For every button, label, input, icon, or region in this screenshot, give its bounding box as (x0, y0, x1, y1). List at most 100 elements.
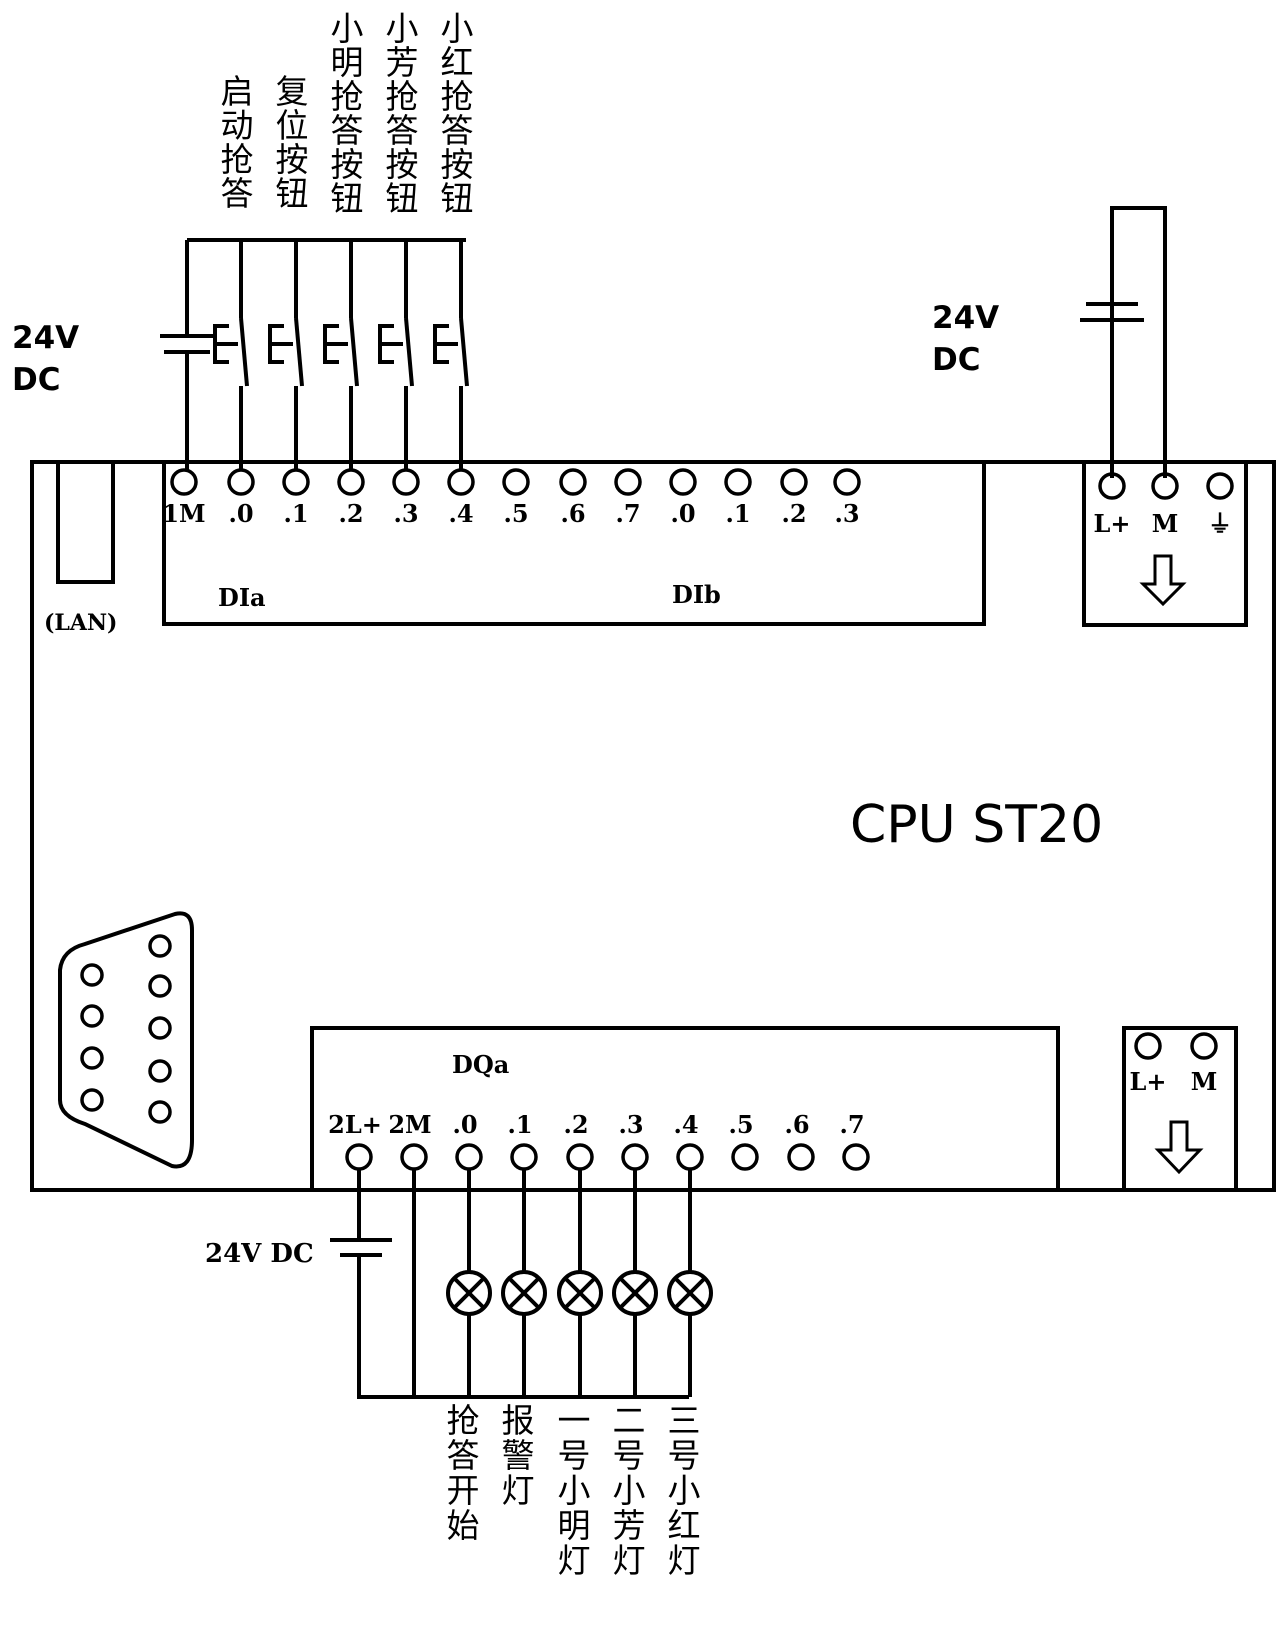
di-terminal-block (162, 460, 986, 626)
lamp-label-2-char: 小 (558, 1471, 591, 1510)
button-label-1-char: 复 (276, 72, 309, 111)
dq-group-label: DQa (452, 1050, 509, 1079)
serial-pin-8 (148, 1100, 172, 1124)
dq-terminal-5 (621, 1143, 649, 1171)
output-supply-battery-icon (330, 1238, 392, 1257)
button-label-3-char: 按 (386, 145, 419, 184)
di-group-a-label: DIa (218, 583, 266, 612)
push-button-symbol-3 (378, 324, 403, 364)
button-label-1-char: 按 (276, 140, 309, 179)
lamp-icon-4 (667, 1270, 713, 1316)
serial-port-connector (58, 911, 194, 1169)
button-label-3-char: 钮 (386, 179, 419, 218)
button-label-4-char: 红 (441, 43, 474, 82)
power-supply-battery-icon (1080, 302, 1144, 322)
dq-terminal-2 (455, 1143, 483, 1171)
di-terminal-4 (392, 468, 420, 496)
di-terminal-label-1: .0 (228, 499, 253, 528)
button-label-1-char: 位 (276, 106, 309, 145)
serial-pin-0 (80, 963, 104, 987)
button-label-0-char: 抢 (221, 140, 254, 179)
power-supply-line1: 24V (932, 300, 999, 336)
di-terminal-3 (337, 468, 365, 496)
lamp-label-2-char: 灯 (558, 1541, 591, 1580)
power-supply-line2: DC (932, 342, 980, 378)
lamp-label-1-char: 灯 (502, 1471, 535, 1510)
dq-terminal-label-3: .1 (507, 1110, 532, 1139)
dq-terminal-label-2: .0 (452, 1110, 477, 1139)
button-label-4-char: 答 (441, 111, 474, 150)
lamp-icon-3 (612, 1270, 658, 1316)
button-label-4-char: 小 (441, 9, 474, 48)
dq-terminal-label-6: .4 (673, 1110, 698, 1139)
di-terminal-label-10: .1 (725, 499, 750, 528)
di-terminal-0 (170, 468, 198, 496)
output-supply-label: 24V DC (205, 1239, 314, 1269)
di-terminal-1 (227, 468, 255, 496)
lamp-label-1: 报警灯 (502, 1401, 535, 1510)
lamp-label-3-char: 二 (613, 1401, 646, 1440)
dq-terminal-9 (842, 1143, 870, 1171)
dq-terminal-block (310, 1026, 1060, 1192)
di-group-b-label: DIb (672, 580, 721, 609)
lamp-label-4-char: 小 (668, 1471, 701, 1510)
di-terminal-label-11: .2 (781, 499, 806, 528)
lamp-label-2-char: 一 (558, 1401, 591, 1440)
button-label-1-char: 钮 (276, 174, 309, 213)
push-button-symbol-4 (433, 324, 458, 364)
serial-pin-7 (148, 1059, 172, 1083)
push-button-symbol-0 (213, 324, 238, 364)
button-label-4-char: 钮 (441, 179, 474, 218)
lamp-label-1-char: 警 (502, 1436, 535, 1475)
lamp-label-3-char: 芳 (613, 1506, 646, 1545)
power-terminal-label-1: M (1152, 509, 1179, 538)
di-terminal-10 (724, 468, 752, 496)
dq-terminal-0 (345, 1143, 373, 1171)
lamp-label-3-char: 小 (613, 1471, 646, 1510)
power-terminals: L+ M ⏚ (1094, 472, 1234, 538)
button-label-2-char: 按 (331, 145, 364, 184)
button-label-2-char: 小 (331, 9, 364, 48)
dq-terminal-7 (731, 1143, 759, 1171)
power-arrow-icon (1139, 554, 1187, 607)
di-terminal-label-4: .3 (393, 499, 418, 528)
di-terminal-label-8: .7 (615, 499, 640, 528)
sensor-terminal-0 (1134, 1032, 1162, 1060)
lan-label: (LAN) (44, 610, 117, 636)
dq-terminal-1 (400, 1143, 428, 1171)
dq-terminal-label-9: .7 (839, 1110, 864, 1139)
dq-terminals: 2L+2M.0.1.2.3.4.5.6.7 (328, 1110, 870, 1171)
button-label-4-char: 抢 (441, 77, 474, 116)
dq-terminal-8 (787, 1143, 815, 1171)
dq-terminal-label-7: .5 (728, 1110, 753, 1139)
dq-terminal-label-0: 2L+ (328, 1110, 382, 1139)
di-terminal-label-0: 1M (162, 499, 205, 528)
dq-terminal-label-5: .3 (618, 1110, 643, 1139)
power-terminal-label-2: ⏚ (1208, 509, 1232, 538)
button-label-3-char: 小 (386, 9, 419, 48)
di-terminal-label-6: .5 (503, 499, 528, 528)
di-terminal-12 (833, 468, 861, 496)
dq-terminal-label-1: 2M (388, 1110, 431, 1139)
di-terminal-5 (447, 468, 475, 496)
di-terminal-label-9: .0 (670, 499, 695, 528)
cpu-label: CPU ST20 (850, 795, 1103, 855)
lan-port (56, 460, 115, 584)
button-label-3-char: 抢 (386, 77, 419, 116)
lamp-label-4-char: 红 (668, 1506, 701, 1545)
button-label-4-char: 按 (441, 145, 474, 184)
lamp-label-2-char: 明 (558, 1506, 591, 1545)
sensor-terminals: L+M (1130, 1032, 1218, 1096)
sensor-terminal-block (1122, 1026, 1238, 1192)
power-supply-wiring (1110, 206, 1167, 478)
power-terminal-label-0: L+ (1094, 509, 1131, 538)
serial-pin-2 (80, 1046, 104, 1070)
